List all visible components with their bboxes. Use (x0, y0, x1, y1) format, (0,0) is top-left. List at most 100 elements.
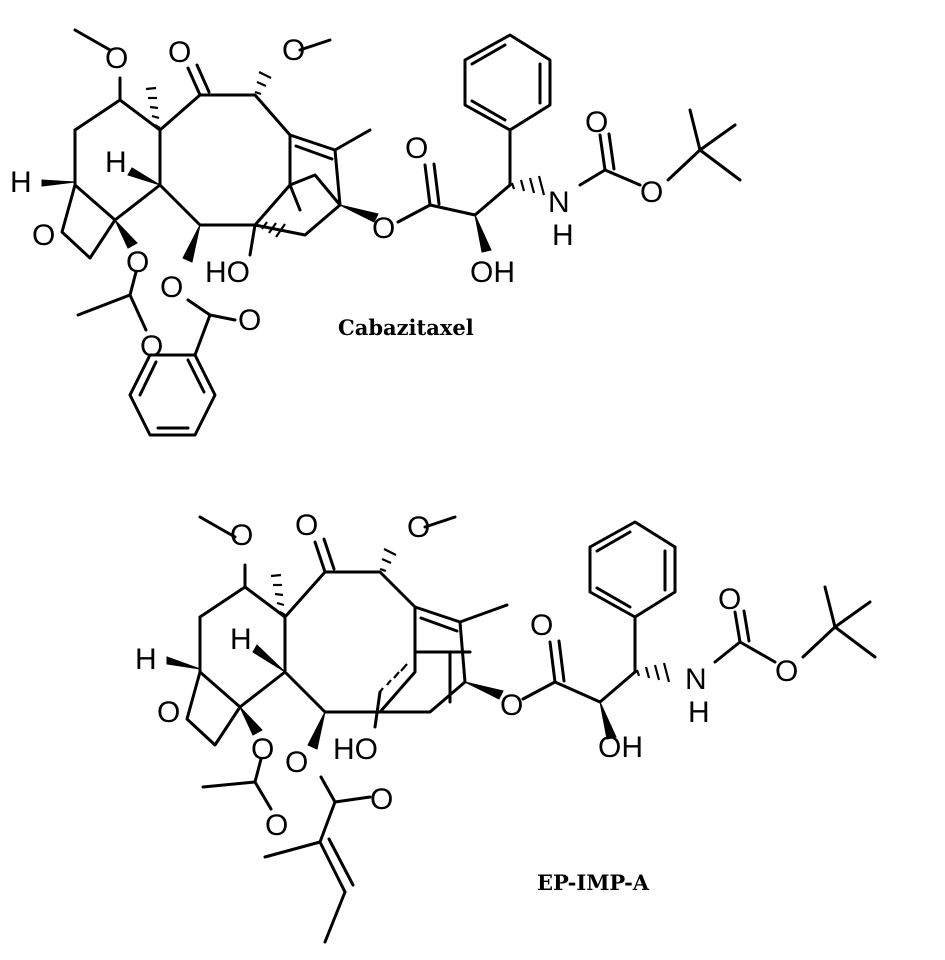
acetoxy-co (128, 293, 148, 332)
h5-wedge (166, 656, 201, 670)
atom-h3: H (230, 623, 252, 656)
atom-n: N (548, 186, 570, 219)
atom-o-boc-co: O (718, 583, 741, 616)
atom-o-benzoyl-co: O (238, 304, 261, 337)
atom-o-acetyl-co: O (265, 809, 288, 842)
side-phenyl (463, 33, 552, 132)
boc-co-b (607, 132, 616, 171)
a-ring-db (419, 616, 459, 633)
a-ring-db (294, 144, 334, 161)
atom-o-ketone: O (168, 36, 191, 69)
acetoxy-wedge (114, 219, 138, 249)
atom-h3: H (105, 146, 127, 179)
h3-wedge (252, 644, 286, 673)
structure-cabazitaxel: O O O H H O O O O O HO O O OH N H O O Ca… (10, 28, 742, 437)
boc-co-b (742, 609, 751, 643)
oh-wedge-2p (599, 701, 617, 740)
bridge (288, 173, 342, 207)
atom-ho-c1: HO (333, 733, 378, 766)
oxetane-ring (185, 670, 242, 747)
tbu-me1 (823, 585, 837, 629)
ketone-c9 (186, 66, 202, 97)
atom-nh-h: H (688, 696, 710, 729)
atom-o-methoxy7: O (282, 34, 305, 67)
side-chain (396, 183, 512, 224)
atom-o-oxetane: O (157, 696, 180, 729)
methoxy-10-me (73, 28, 112, 52)
sp-db2 (470, 43, 507, 66)
tbu-me2 (833, 600, 872, 629)
side-chain (521, 670, 637, 704)
atom-o-ester-co: O (405, 132, 428, 165)
ketone-c9-b (322, 537, 336, 571)
boc-chain (713, 640, 777, 664)
b-ring (158, 93, 292, 227)
ketone-c9 (313, 540, 327, 574)
atom-o-boc: O (775, 655, 798, 688)
atom-o-ketone: O (295, 509, 318, 542)
atom-h5: H (135, 643, 157, 676)
tbu (666, 148, 742, 182)
tbu (801, 625, 877, 659)
boc-co (733, 610, 742, 644)
bz-db3 (138, 360, 158, 397)
side-phenyl (588, 520, 677, 619)
atom-o-oxetane: O (32, 219, 55, 252)
tiglate-db-b (327, 837, 355, 887)
nh-hash (510, 175, 546, 196)
atom-n: N (685, 663, 707, 696)
sp-db3 (595, 586, 632, 609)
atom-o-methoxy7: O (407, 511, 430, 544)
c13-wedge (464, 681, 504, 700)
acetoxy-co (253, 780, 273, 811)
atom-o-boc: O (640, 176, 663, 209)
h3-wedge (127, 167, 161, 186)
ester-co-b (557, 639, 566, 683)
atom-nh-h: H (552, 219, 574, 252)
sp-db2 (595, 530, 632, 553)
nh-hash (635, 662, 671, 683)
ester-co (548, 640, 557, 684)
atom-o-acyl: O (285, 746, 308, 779)
acyl-wedge (307, 711, 326, 750)
methyl-hash-1 (145, 86, 161, 129)
tiglate-terminal-me (323, 890, 347, 944)
atom-o-acetoxy: O (251, 733, 274, 766)
ketone-c9-b (195, 63, 211, 94)
tiglate-ester (319, 775, 372, 804)
a-ring (253, 133, 342, 237)
tbu-me1 (688, 108, 702, 152)
boc-chain (578, 168, 642, 187)
compound-name-cabazitaxel: Cabazitaxel (338, 315, 474, 340)
benzoate-phenyl-link (193, 313, 212, 357)
h5-wedge (41, 179, 76, 187)
benzoate-wedge (182, 224, 201, 263)
structure-ep-imp-a: O O O H H O O O O O HO O O OH N H O O EP… (135, 509, 877, 944)
atom-o-methoxy10: O (105, 42, 128, 75)
atom-ho-c1: HO (205, 256, 250, 289)
tbu-me2 (698, 123, 737, 152)
atom-o-benzoate: O (160, 271, 183, 304)
bz-db1 (186, 358, 206, 394)
compound-name-ep-imp-a: EP-IMP-A (537, 870, 650, 895)
methoxy-10-me (198, 515, 237, 539)
atom-o-acetoxy: O (126, 246, 149, 279)
atom-o-c13: O (372, 212, 395, 245)
methoxy-7-hash (254, 71, 272, 96)
atom-o-acetyl-co: O (140, 330, 163, 363)
atom-o-boc-co: O (585, 106, 608, 139)
methoxy-7-me (298, 38, 332, 52)
methyl-hash-1 (270, 573, 286, 616)
ho-c1 (373, 690, 382, 729)
c13-wedge (339, 204, 379, 223)
atom-oh-2p: OH (470, 256, 515, 289)
sp-db3 (470, 99, 507, 122)
acetoxy-wedge (239, 706, 263, 736)
atom-o-tiglate-co: O (370, 783, 393, 816)
methyl-c18 (458, 603, 509, 624)
tiglate-alpha-me (263, 840, 322, 859)
methoxy-7-hash (379, 548, 397, 573)
b-ring (283, 570, 417, 714)
